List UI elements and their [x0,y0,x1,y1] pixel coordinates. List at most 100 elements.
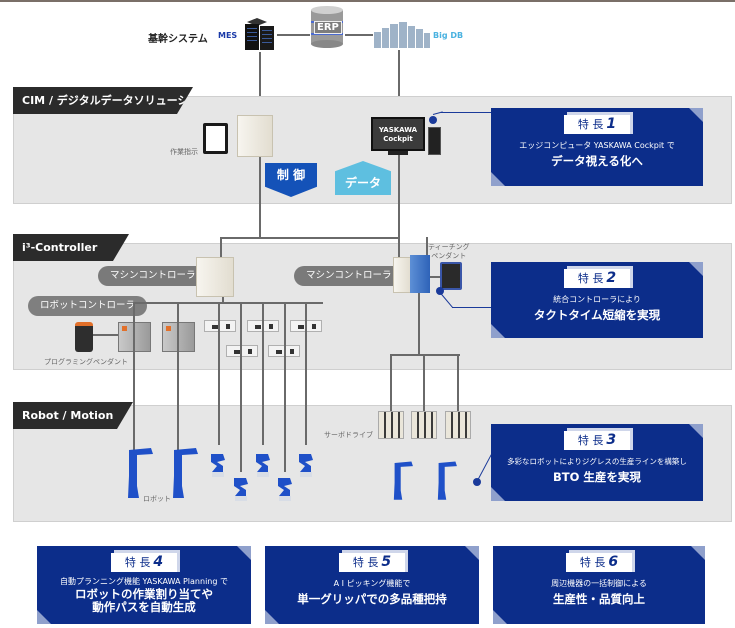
articulated-robot-icon [128,448,153,498]
servo-drop-2 [423,354,425,409]
feature2-connector-dot [436,287,444,295]
small-robot-icon [278,478,292,501]
feature-main-text: データ視える化へ [551,154,643,168]
cim-left-vertical [259,157,261,237]
drop-line-robot-4 [240,302,242,472]
programming-pendant-icon [75,322,93,352]
machine-controller-right-device [393,257,411,293]
articulated-robot-icon [437,461,457,500]
articulated-robot-icon [173,448,198,498]
robot-label: ロボット [143,495,171,503]
controller-trunk-top [220,237,400,239]
io-module [226,345,258,357]
feature-subtitle: 自動プランニング機能 YASKAWA Planning で [60,577,228,586]
robot-controller-bus [133,302,323,304]
cockpit-screen-line1: YASKAWA [378,126,418,134]
servo-drive [378,411,404,439]
feature1-connector-dot [429,116,437,124]
servo-drop-3 [457,354,459,409]
teaching-drop [426,237,428,257]
bigdb-icon [372,20,432,50]
feature-main-text: 単一グリッパでの多品種把持 [297,592,447,606]
drop-line-robot-7 [305,302,307,445]
drop-line-robot-3-lower [218,405,220,445]
articulated-robot-icon [393,461,413,500]
drop-line-robot-6 [284,302,286,472]
robot-section-title: Robot / Motion [13,402,133,429]
small-robot-icon [234,478,248,501]
feature-subtitle: エッジコンピュータ YASKAWA Cockpit で [519,141,675,150]
teaching-pendant-icon [440,262,462,290]
feature-main-text: ロボットの作業割り当てや 動作パスを自動生成 [75,587,213,614]
drop-line-robot-1 [133,302,135,450]
work-instruction-label: 作業指示 [170,148,198,156]
servo-drop-2-lower [423,405,425,411]
yaskawa-cockpit-monitor: YASKAWA Cockpit [371,117,425,151]
feature-main-text: 生産性・品質向上 [553,592,645,606]
feature2-connector-line [452,307,492,308]
robot-controller-pill: ロボットコントローラ [28,296,148,316]
machine-ctrl-left-drop [220,237,222,257]
servo-drive-label: サーボドライブ [324,431,373,439]
control-tag: 制 御 [265,163,317,197]
feature-main-text: BTO 生産を実現 [553,470,641,484]
feature-subtitle: A I ピッキング機能で [333,579,411,588]
feature-subtitle: 統合コントローラにより [553,295,641,304]
feature3-connector-dot [473,478,481,486]
mes-label: MES [218,31,238,40]
top-border [0,0,735,2]
bigdb-down-line [398,50,400,96]
pendant-cable [93,334,118,336]
mes-erp-connector [277,34,310,36]
feature-subtitle: 多彩なロボットによりジグレスの生産ラインを構築し [507,457,687,466]
erp-bigdb-connector [345,34,373,36]
integrated-controller-blue [410,255,430,293]
feature-main-text: タクトタイム短縮を実現 [533,308,661,322]
machine-to-bus [222,297,224,303]
drop-line-robot-7-lower [305,405,307,445]
mes-server-icon [243,16,277,52]
cim-controller-device [237,115,273,157]
small-robot-icon [256,454,270,477]
drop-line-robot-2-lower [177,405,179,450]
machine-controller-left-pill: マシンコントローラ [98,266,208,286]
cockpit-screen-line2: Cockpit [383,135,413,143]
pc-tower-icon [428,127,441,155]
core-systems-label: 基幹システム [148,34,208,45]
servo-trunk-horizontal [390,354,460,356]
feature1-connector-line [441,112,492,113]
io-module [204,320,236,332]
controller-section-title: i³-Controller [13,234,129,261]
drop-line-robot-3 [218,302,220,445]
tablet-icon [203,123,228,154]
feature-subtitle: 周辺機器の一括制御による [551,579,647,588]
machine-controller-left-device [196,257,234,297]
drop-line-robot-1-lower [133,405,135,450]
teaching-pendant-label: ティーチング ペンダント [428,243,470,260]
servo-drop-1-lower [390,405,392,411]
erp-label: ERP [314,21,342,34]
drop-line-robot-5 [262,302,264,445]
drop-line-robot-5-lower [262,405,264,445]
machine-ctrl-right-drop [398,237,400,257]
cim-right-vertical [398,154,400,237]
bigdb-label: Big DB [433,31,464,40]
bus-end [321,302,323,304]
monitor-stand [388,151,408,155]
drop-line-robot-4-lower [240,405,242,472]
servo-drive [445,411,471,439]
servo-drop-3-lower [457,405,459,411]
small-robot-icon [211,454,225,477]
